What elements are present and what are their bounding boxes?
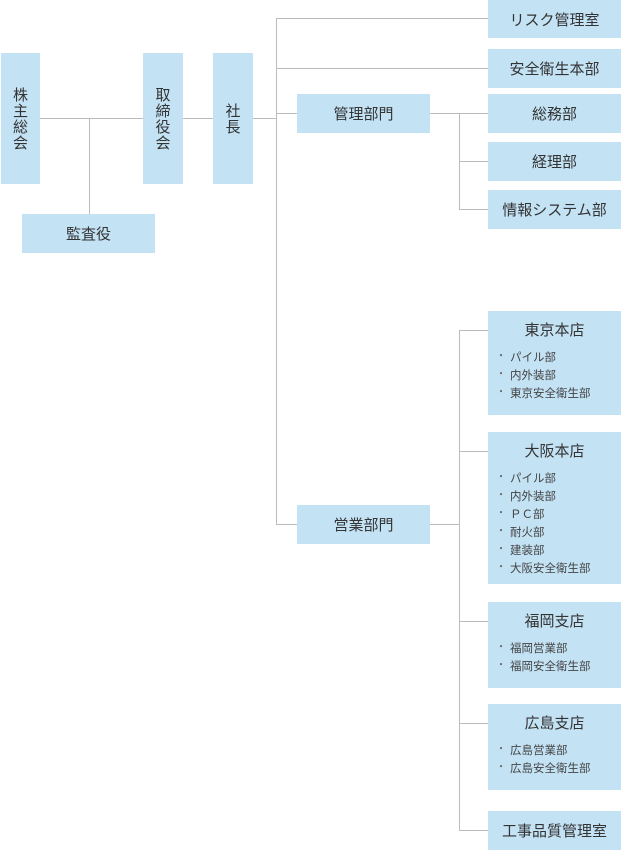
sales-division-box[interactable]: 営業部門 <box>297 505 430 544</box>
line-trunk-vertical <box>276 18 277 525</box>
admin-division-label: 管理部門 <box>333 105 394 123</box>
risk-management-office-box[interactable]: リスク管理室 <box>488 0 621 38</box>
branch-title: 東京本店 <box>524 321 585 339</box>
line-admin-child-3 <box>459 209 488 210</box>
accounting-label: 経理部 <box>531 153 577 171</box>
line-shareholders-board <box>40 118 143 119</box>
line-to-safety <box>276 68 488 69</box>
list-item: 広島安全衛生部 <box>496 759 621 777</box>
auditor-label: 監査役 <box>65 225 111 243</box>
list-item: 内外装部 <box>496 487 621 505</box>
line-admin-child-1 <box>459 113 488 114</box>
line-sales-out <box>430 524 460 525</box>
line-auditor-drop <box>89 118 90 214</box>
list-item: 大阪安全衛生部 <box>496 559 621 577</box>
branch-title: 広島支店 <box>524 714 585 732</box>
risk-management-office-label: リスク管理室 <box>509 10 600 29</box>
construction-quality-office-box[interactable]: 工事品質管理室 <box>488 811 621 850</box>
line-sales-child-5 <box>459 830 488 831</box>
construction-quality-office-label: 工事品質管理室 <box>501 822 607 840</box>
president-label: 社長 <box>223 102 242 135</box>
line-to-sales <box>276 524 297 525</box>
branch-title: 大阪本店 <box>524 442 585 460</box>
line-admin-out <box>430 113 460 114</box>
branch-title: 福岡支店 <box>524 612 585 630</box>
it-systems-label: 情報システム部 <box>502 201 607 219</box>
board-of-directors-label: 取締役会 <box>153 86 172 151</box>
line-to-admin <box>276 113 297 114</box>
list-item: ＰＣ部 <box>496 505 621 523</box>
line-to-risk <box>276 18 488 19</box>
list-item: パイル部 <box>496 469 621 487</box>
hiroshima-branch-box[interactable]: 広島支店 広島営業部 広島安全衛生部 <box>488 704 621 790</box>
branch-dept-list: パイル部 内外装部 東京安全衛生部 <box>488 348 621 402</box>
line-board-president <box>183 118 213 119</box>
list-item: 耐火部 <box>496 523 621 541</box>
general-affairs-box[interactable]: 総務部 <box>488 94 621 133</box>
president-box[interactable]: 社長 <box>213 53 253 184</box>
line-admin-child-2 <box>459 161 488 162</box>
line-sales-child-1 <box>459 330 488 331</box>
board-of-directors-box[interactable]: 取締役会 <box>143 53 183 184</box>
shareholders-meeting-box[interactable]: 株主総会 <box>1 53 40 184</box>
fukuoka-branch-box[interactable]: 福岡支店 福岡営業部 福岡安全衛生部 <box>488 602 621 688</box>
line-sales-child-4 <box>459 723 488 724</box>
branch-dept-list: パイル部 内外装部 ＰＣ部 耐火部 建装部 大阪安全衛生部 <box>488 469 621 577</box>
list-item: 東京安全衛生部 <box>496 384 621 402</box>
branch-dept-list: 広島営業部 広島安全衛生部 <box>488 741 621 777</box>
tokyo-head-office-box[interactable]: 東京本店 パイル部 内外装部 東京安全衛生部 <box>488 311 621 415</box>
list-item: 建装部 <box>496 541 621 559</box>
line-sales-child-2 <box>459 451 488 452</box>
list-item: 福岡営業部 <box>496 639 621 657</box>
safety-health-hq-label: 安全衛生本部 <box>509 60 600 78</box>
list-item: 広島営業部 <box>496 741 621 759</box>
admin-division-box[interactable]: 管理部門 <box>297 94 430 133</box>
accounting-box[interactable]: 経理部 <box>488 142 621 181</box>
list-item: パイル部 <box>496 348 621 366</box>
shareholders-meeting-label: 株主総会 <box>11 86 29 151</box>
auditor-box[interactable]: 監査役 <box>22 214 155 253</box>
line-president-trunk-h <box>253 118 277 119</box>
list-item: 内外装部 <box>496 366 621 384</box>
sales-division-label: 営業部門 <box>333 516 394 534</box>
list-item: 福岡安全衛生部 <box>496 657 621 675</box>
safety-health-hq-box[interactable]: 安全衛生本部 <box>488 49 621 88</box>
line-sales-child-3 <box>459 621 488 622</box>
general-affairs-label: 総務部 <box>531 105 577 123</box>
branch-dept-list: 福岡営業部 福岡安全衛生部 <box>488 639 621 675</box>
line-sales-vertical <box>459 330 460 830</box>
it-systems-box[interactable]: 情報システム部 <box>488 190 621 229</box>
osaka-head-office-box[interactable]: 大阪本店 パイル部 内外装部 ＰＣ部 耐火部 建装部 大阪安全衛生部 <box>488 432 621 584</box>
